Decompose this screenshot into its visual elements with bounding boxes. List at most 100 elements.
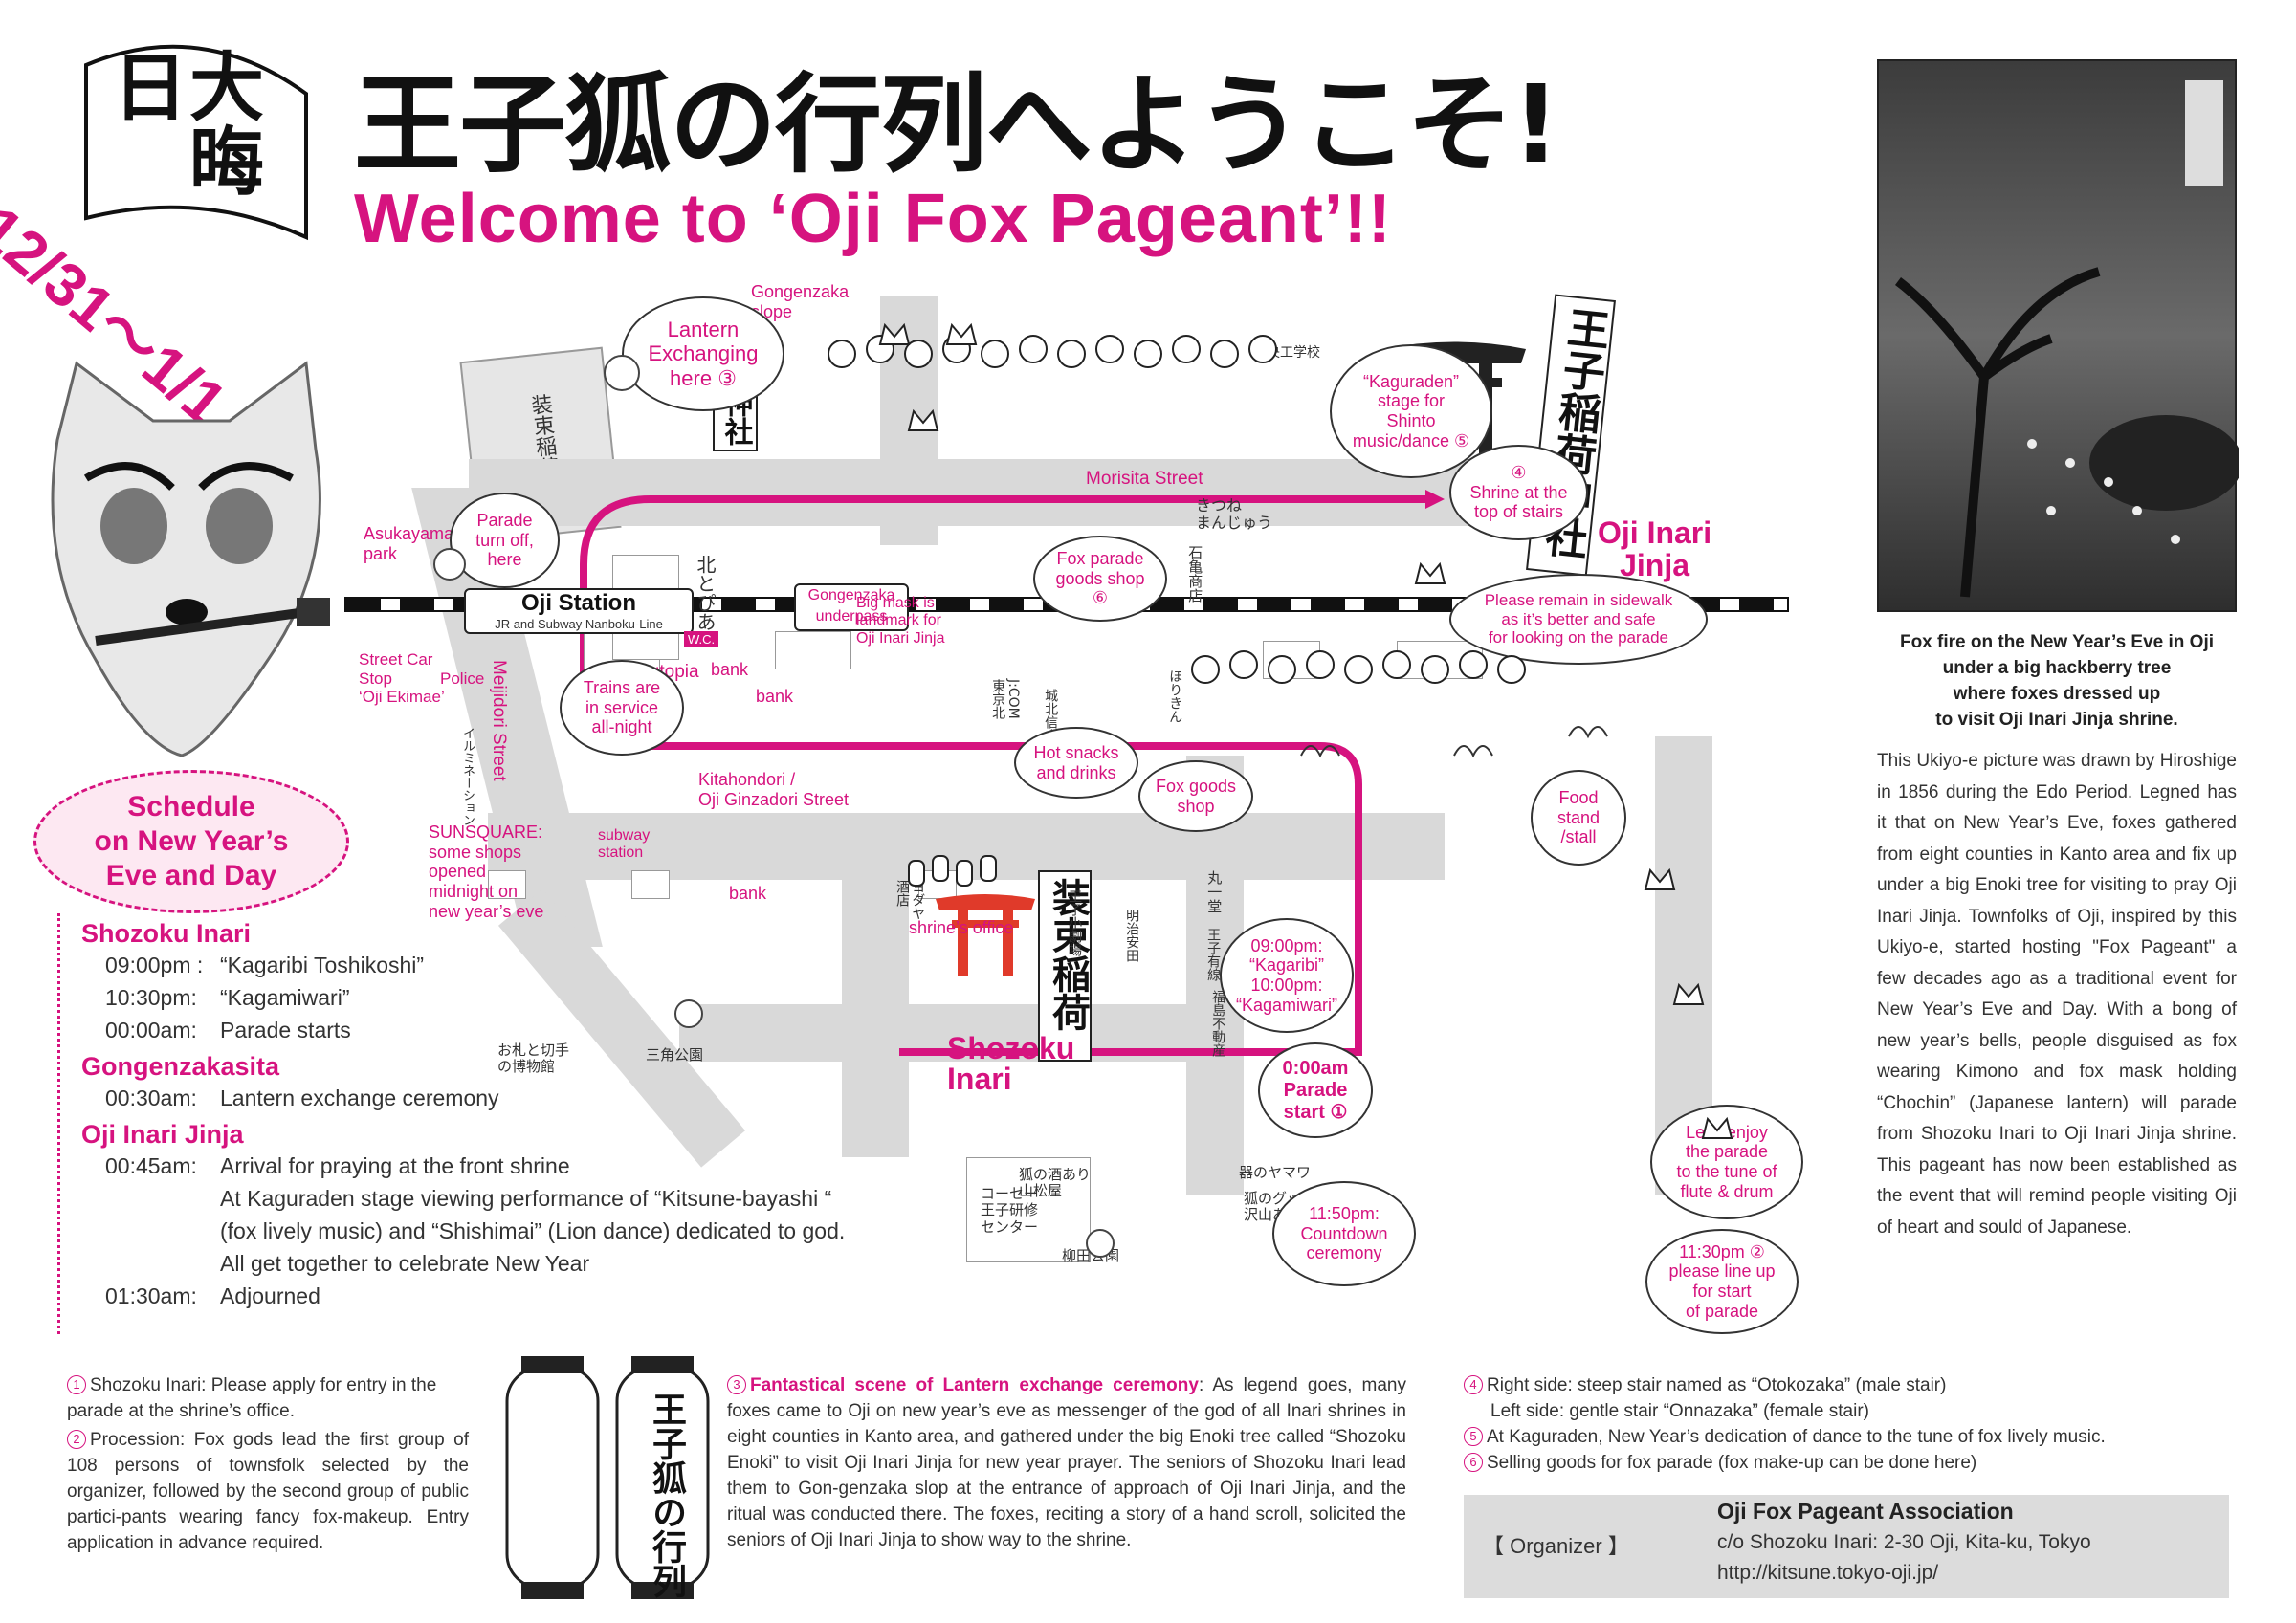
label-meijidori-street: Meijidori Street (488, 660, 509, 781)
title-jp: 王子狐の行列へようこそ! (354, 63, 1560, 187)
label-yodoya: ヨダヤ 酒店 (894, 880, 926, 920)
schedule-row: 00:30am:Lantern exchange ceremony (105, 1086, 499, 1110)
schedule-section-shozoku: Shozoku Inari 09:00pm :“Kagaribi Toshiko… (81, 919, 942, 1046)
callout-line-up: 11:30pm ② please line up for start of pa… (1645, 1229, 1799, 1334)
schedule-heading: Gongenzakasita (81, 1052, 280, 1081)
schedule-arrow (57, 913, 60, 1334)
callout-countdown: 11:50pm: Countdown ceremony (1272, 1181, 1416, 1286)
callout-fox-parade-goods: Fox parade goods shop ⑥ (1033, 536, 1167, 622)
number-icon: 1 (67, 1375, 86, 1394)
label-bank-1: bank (711, 660, 749, 679)
label-shozoku-inari: Shozoku Inari (947, 1031, 1075, 1096)
organizer-url[interactable]: http://kitsune.tokyo-oji.jp/ (1717, 1562, 1939, 1584)
oji-station-name: Oji Station (521, 590, 636, 616)
badge-text: 大晦日 (100, 48, 263, 197)
note-4b: Left side: gentle stair “Onnazaka” (fema… (1490, 1401, 1870, 1421)
schedule-row: 01:30am:Adjourned (105, 1283, 320, 1308)
lantern-text: 王子狐の行列 (647, 1392, 686, 1598)
number-icon: 3 (727, 1375, 746, 1394)
schedule-row: (fox lively music) and “Shishimai” (Lion… (220, 1218, 846, 1243)
schedule-section-gongenzaka: Gongenzakasita 00:30am:Lantern exchange … (81, 1052, 942, 1114)
organizer-label: 【 Organizer 】 (1483, 1534, 1629, 1558)
label-kitahondori: Kitahondori / Oji Ginzadori Street (698, 770, 850, 809)
shozoku-banner-text: 装束稲荷 (1046, 878, 1090, 1031)
kosei-center-building (966, 1157, 1091, 1262)
lanterns-illustration: 王子狐の行列 (497, 1349, 718, 1607)
shozoku-torii (933, 889, 1038, 976)
shozoku-banner: 装束稲荷 (1038, 870, 1092, 1062)
lantern-icon (505, 1356, 710, 1599)
building (775, 631, 851, 669)
callout-lantern-exchanging: Lantern Exchanging here ③ (622, 296, 784, 411)
tree-icon (433, 355, 1115, 1258)
callout-shrine-top: ④ Shrine at the top of stairs (1449, 445, 1588, 540)
label-morisita-street: Morisita Street (1086, 469, 1203, 489)
label-jcom: J:COM 東京北 (990, 679, 1022, 719)
fox-mask-illustration (19, 354, 354, 765)
label-street-car-stop: Street Car Stop ‘Oji Ekimae’ (359, 650, 445, 707)
building (631, 870, 670, 899)
schedule-row: All get together to celebrate New Year (220, 1251, 590, 1276)
gongenzaka-underpass-sign: Gongenzaka underpass (794, 583, 909, 631)
schedule-row: 00:00am:Parade starts (105, 1018, 351, 1042)
crowd-illustration (433, 322, 1733, 1258)
label-sankaku-park: 三角公園 (646, 1046, 704, 1064)
label-ishikame: 石亀商店 (1186, 545, 1204, 603)
label-asukayama-park: Asukayama park (364, 524, 454, 563)
label-kitsune-sake: 狐の酒あり 山松屋 (1019, 1166, 1092, 1200)
label-subway-station: subway station (598, 827, 651, 862)
label-bank-3: bank (729, 884, 767, 903)
schedule-title: Schedule on New Year’s Eve and Day (94, 791, 289, 891)
label-oji-ekimae-jp: 王子小劇場 (1067, 889, 1083, 956)
ukiyoe-caption: Fox fire on the New Year’s Eve in Oji un… (1899, 632, 2215, 730)
callout-fox-goods: Fox goods shop (1138, 760, 1253, 832)
organizer-address: c/o Shozoku Inari: 2-30 Oji, Kita-ku, To… (1717, 1531, 2091, 1553)
label-police: Police (440, 669, 485, 688)
title-en: Welcome to ‘Oji Fox Pageant’!! (354, 181, 1392, 257)
label-big-mask: Big mask is landmark for Oji Inari Jinja (856, 595, 945, 647)
label-oji-inari-jinja: Oji Inari Jinja (1598, 515, 1712, 582)
schedule-row: At Kaguraden stage viewing performance o… (220, 1186, 832, 1211)
hackberry-tree-icon (1894, 80, 2242, 598)
label-oji-yuryo: 王子有線 (1205, 928, 1222, 981)
label-shrines-office: shrine’s office (909, 918, 1014, 937)
callout-remain-sidewalk: Please remain in sidewalk as it’s better… (1449, 574, 1708, 665)
label-maruichi-do: 丸一堂 (1205, 870, 1224, 913)
schedule-list: Shozoku Inari 09:00pm :“Kagaribi Toshiko… (81, 913, 942, 1312)
road-vertical-1 (842, 813, 909, 1157)
lantern-icon (908, 855, 997, 887)
person-icon (828, 335, 1526, 684)
callout-kaguraden: “Kaguraden” stage for Shinto music/dance… (1330, 344, 1492, 478)
label-horikin: ほりきん (1167, 669, 1183, 723)
callout-food-stand: Food stand /stall (1531, 770, 1626, 866)
callout-kagaribi: 09:00pm: “Kagaribi” 10:00pm: “Kagamiwari… (1220, 918, 1354, 1033)
ukiyoe-description: This Ukiyo-e picture was drawn by Hirosh… (1877, 751, 2237, 1238)
wc-sign: W.C. (684, 631, 719, 647)
schedule-section-oji-inari: Oji Inari Jinja 00:45am:Arrival for pray… (81, 1120, 942, 1312)
fox-icon (878, 322, 1733, 1139)
schedule-title-badge: Schedule on New Year’s Eve and Day (33, 770, 349, 913)
label-ofuda-museum: お札と切手 の博物館 (497, 1042, 570, 1076)
label-kosei-center: コーセー 王子研修 センター (981, 1185, 1039, 1236)
label-neill: イルミネーション (459, 727, 475, 826)
oji-station-sign: Oji Station JR and Subway Nanboku-Line (464, 588, 694, 634)
ukiyoe-picture (1877, 59, 2242, 612)
schedule-row: 10:30pm:“Kagamiwari” (105, 985, 350, 1010)
organizer-box: 【 Organizer 】 Oji Fox Pageant Associatio… (1464, 1495, 2229, 1598)
building (488, 870, 526, 899)
schedule-row: 00:45am:Arrival for praying at the front… (105, 1153, 570, 1178)
number-icon: 5 (1464, 1427, 1483, 1446)
callout-hot-snacks: Hot snacks and drinks (1014, 727, 1138, 799)
label-sunsquare: SUNSQUARE: some shops opened midnight on… (429, 822, 544, 921)
label-hokutopia-jp: 北とぴあ (694, 555, 717, 631)
schedule-heading: Oji Inari Jinja (81, 1120, 244, 1149)
callout-parade-start: 0:00am Parade start ① (1258, 1042, 1373, 1138)
label-bank-2: bank (756, 687, 794, 706)
oji-station-sub: JR and Subway Nanboku-Line (495, 617, 663, 631)
callout-trains: Trains are in service all-night (560, 660, 684, 756)
fox-mask-icon (51, 361, 330, 757)
